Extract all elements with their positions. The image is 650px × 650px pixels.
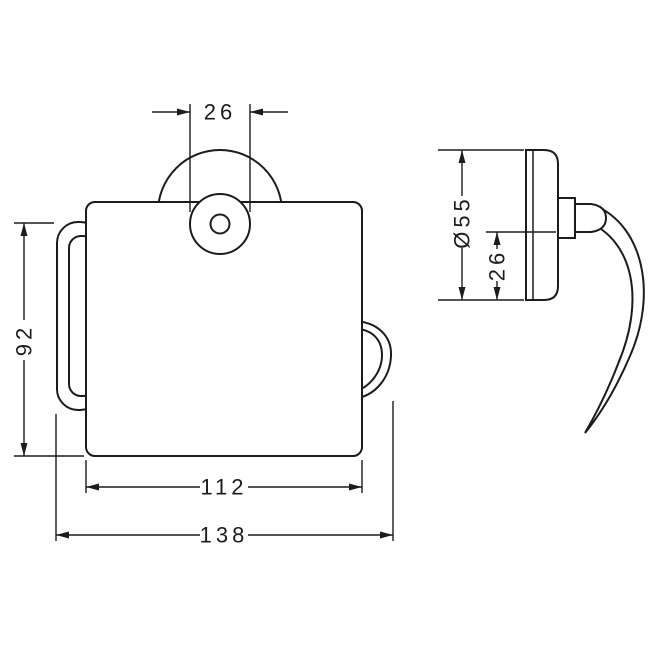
dim-lines [152, 104, 288, 212]
dim-label-plate-diameter: Ø55 [450, 195, 475, 249]
dim-label-arm-offset: 26 [485, 249, 510, 281]
dim-front-cover-width: 112 [85, 460, 363, 500]
arm [574, 203, 608, 233]
pivot-cap [209, 213, 231, 235]
wall-plate-side [525, 149, 559, 301]
dim-front-top-width: 26 [152, 100, 288, 212]
dim-lines [14, 222, 84, 457]
roll-bar [584, 204, 645, 434]
front-view [56, 149, 393, 457]
dim-front-height: 92 [12, 222, 84, 457]
dim-label-cover-width: 112 [200, 475, 247, 500]
side-view [525, 149, 645, 434]
dim-lines [438, 149, 524, 301]
dim-label-top-width: 26 [204, 100, 236, 125]
dim-lines [85, 460, 363, 493]
dim-label-height: 92 [12, 324, 37, 356]
dim-front-overall-width: 138 [55, 401, 394, 548]
dim-side-arm-offset: 26 [485, 231, 556, 300]
arm-collar [557, 197, 576, 239]
dim-label-overall-width: 138 [200, 523, 249, 548]
dim-side-plate-diameter: Ø55 [438, 149, 524, 301]
dim-lines [55, 401, 394, 541]
